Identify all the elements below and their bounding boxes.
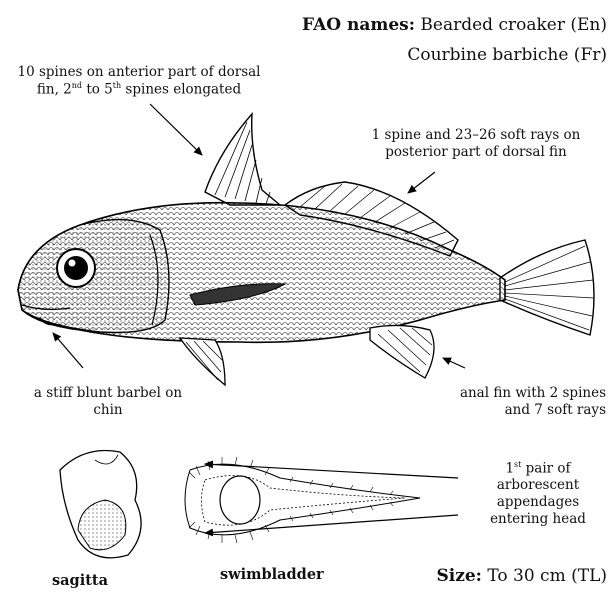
arrow-barbel [53, 333, 83, 368]
arrow-anal-fin [443, 358, 465, 368]
sagitta-drawing [60, 450, 141, 557]
anal-fin [370, 325, 434, 378]
arrow-dorsal-anterior [150, 104, 202, 155]
fish-drawing [18, 114, 594, 385]
caudal-fin [500, 240, 594, 335]
arrow-dorsal-posterior [408, 172, 435, 193]
